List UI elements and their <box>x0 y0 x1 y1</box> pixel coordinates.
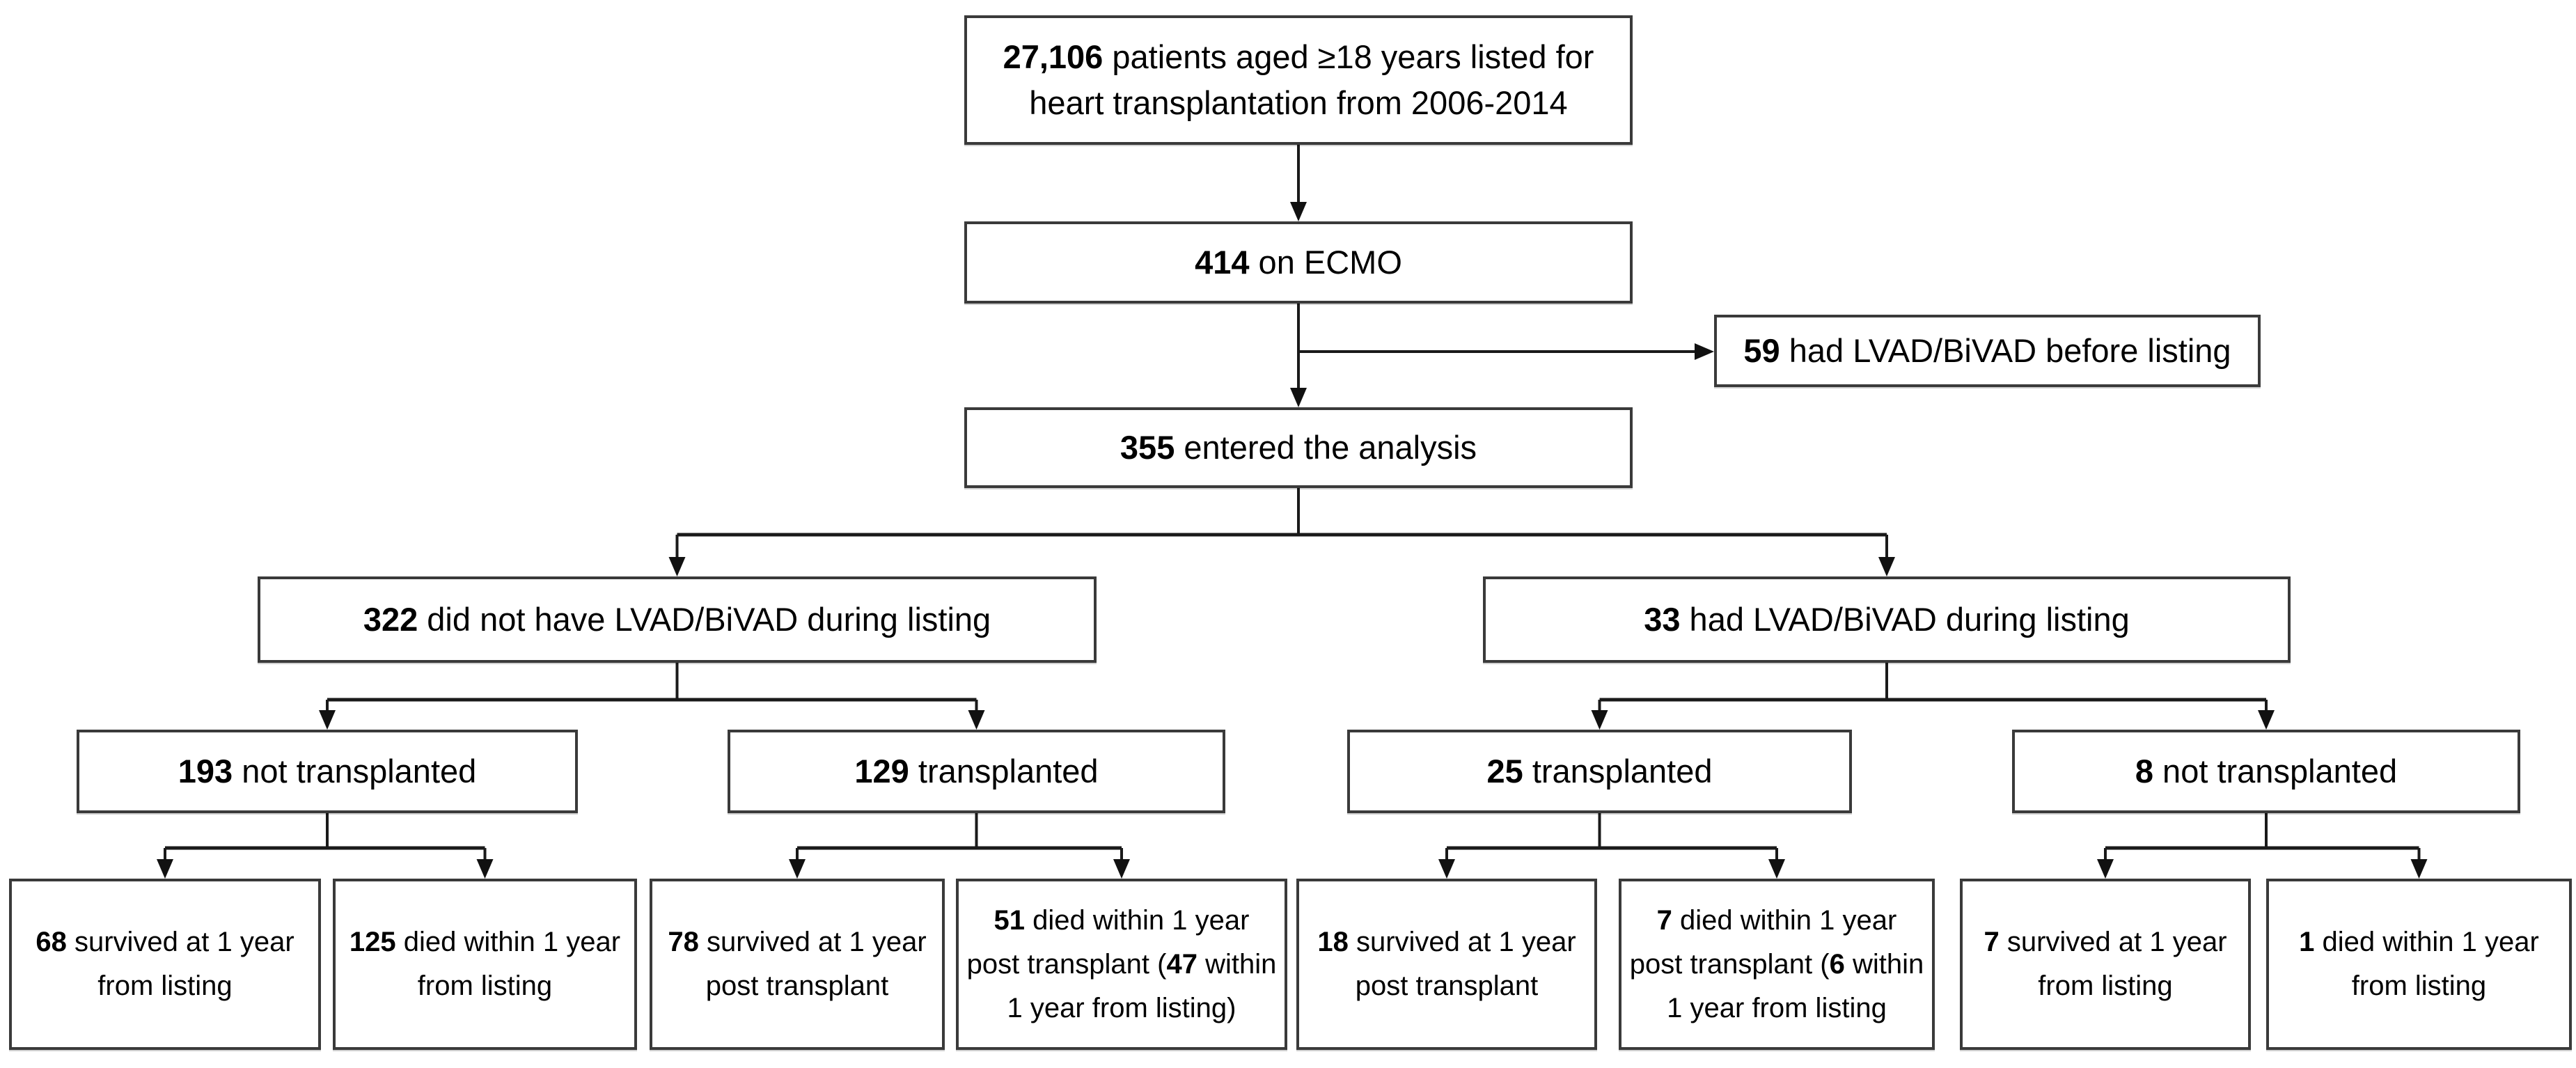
box-text-line: 129 transplanted <box>854 753 1099 790</box>
box-125-died-from-listing: 125 died within 1 year from listing <box>333 879 637 1050</box>
box-text-line: 27,106 patients aged ≥18 years listed fo… <box>1003 38 1594 75</box>
box-text-line: heart transplantation from 2006-2014 <box>1029 84 1568 121</box>
box-text-line: from listing <box>97 971 233 1001</box>
box-text-line: 8 not transplanted <box>2135 753 2398 790</box>
box-129-transplanted: 129 transplanted <box>728 730 1225 813</box>
box-text-line: 1 died within 1 year <box>2299 927 2539 957</box>
box-text-line: from listing <box>417 971 553 1001</box>
box-text-line: 355 entered the analysis <box>1120 429 1477 466</box>
box-7-survived-from-listing: 7 survived at 1 year from listing <box>1960 879 2251 1050</box>
box-text-line: 1 year from listing <box>1667 992 1887 1023</box>
box-18-survived-post-transplant: 18 survived at 1 year post transplant <box>1296 879 1597 1050</box>
box-listed-patients: 27,106 patients aged ≥18 years listed fo… <box>964 15 1633 145</box>
box-text-line: 68 survived at 1 year <box>36 927 294 957</box>
box-text-line: 7 survived at 1 year <box>1984 927 2227 957</box>
box-text-line: 51 died within 1 year <box>994 904 1250 936</box>
box-text-line: post transplant (47 within <box>966 948 1277 980</box>
box-no-lvad-during-listing: 322 did not have LVAD/BiVAD during listi… <box>258 576 1097 663</box>
box-8-not-transplanted: 8 not transplanted <box>2012 730 2520 813</box>
box-text-line: 414 on ECMO <box>1195 244 1402 281</box>
box-7-died-post-transplant: 7 died within 1 year post transplant (6 w… <box>1619 879 1935 1050</box>
box-text-line: post transplant (6 within <box>1629 948 1924 980</box>
box-text-line: 18 survived at 1 year <box>1317 927 1576 957</box>
box-text-line: from listing <box>2351 971 2487 1001</box>
box-text-line: 33 had LVAD/BiVAD during listing <box>1644 601 2130 638</box>
box-text-line: 1 year from listing) <box>1007 992 1236 1023</box>
box-25-transplanted: 25 transplanted <box>1347 730 1852 813</box>
box-1-died-from-listing: 1 died within 1 year from listing <box>2266 879 2572 1050</box>
box-51-died-post-transplant: 51 died within 1 year post transplant (47… <box>956 879 1287 1050</box>
box-text-line: post transplant <box>705 971 889 1001</box>
box-text-line: post transplant <box>1355 971 1539 1001</box>
box-excluded-lvad-before-listing: 59 had LVAD/BiVAD before listing <box>1714 315 2261 387</box>
box-68-survived-from-listing: 68 survived at 1 year from listing <box>9 879 321 1050</box>
box-text-line: 78 survived at 1 year <box>668 927 927 957</box>
box-text-line: 59 had LVAD/BiVAD before listing <box>1743 332 2231 369</box>
box-text-line: from listing <box>2038 971 2173 1001</box>
box-text-line: 193 not transplanted <box>178 753 477 790</box>
box-lvad-during-listing: 33 had LVAD/BiVAD during listing <box>1483 576 2291 663</box>
box-78-survived-post-transplant: 78 survived at 1 year post transplant <box>650 879 945 1050</box>
box-text-line: 322 did not have LVAD/BiVAD during listi… <box>363 601 991 638</box>
box-text-line: 125 died within 1 year <box>349 927 621 957</box>
box-text-line: 25 transplanted <box>1486 753 1713 790</box>
box-193-not-transplanted: 193 not transplanted <box>77 730 578 813</box>
box-text-line: 7 died within 1 year <box>1656 904 1897 936</box>
box-on-ecmo: 414 on ECMO <box>964 221 1633 304</box>
box-entered-analysis: 355 entered the analysis <box>964 407 1633 488</box>
